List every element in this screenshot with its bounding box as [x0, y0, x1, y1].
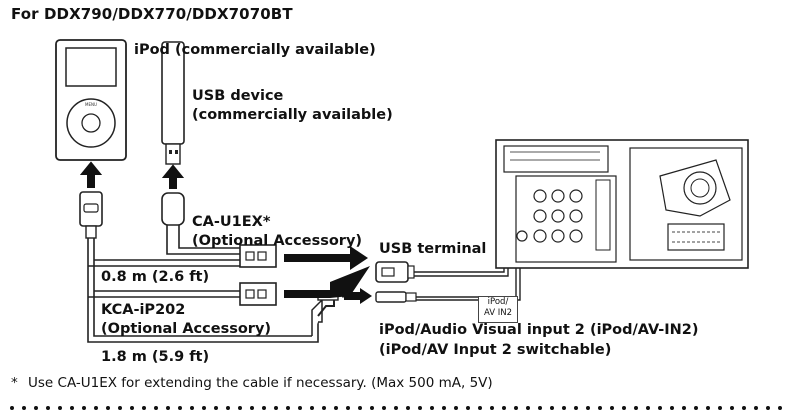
usb-terminal-connector [375, 166, 509, 283]
label-length-long: 1.8 m (5.9 ft) [101, 349, 210, 365]
usb-plug-top [239, 244, 277, 268]
arrow-to-usb-terminal-2 [284, 266, 370, 298]
label-usb-terminal: USB terminal [379, 241, 487, 257]
head-unit-rear [495, 139, 749, 269]
label-usb-device-2: (commercially available) [192, 107, 393, 123]
kca-cable [87, 238, 319, 343]
label-ca-u1ex-optional: (Optional Accessory) [192, 233, 363, 249]
ipod-dock-connector [79, 191, 103, 239]
page-title: For DDX790/DDX770/DDX7070BT [11, 5, 293, 23]
label-kca-optional: (Optional Accessory) [101, 321, 272, 337]
tag-line-2: AV IN2 [483, 308, 513, 318]
label-usb-device-1: USB device [192, 88, 284, 104]
ca-u1ex-cable [161, 192, 240, 255]
tag-line-1: iPod/ [487, 297, 509, 307]
label-ca-u1ex: CA-U1EX* [192, 214, 271, 230]
usb-plug-bottom [239, 282, 277, 306]
arrow-to-av-input [344, 288, 372, 304]
label-kca: KCA-iP202 [101, 302, 186, 318]
label-length-short: 0.8 m (2.6 ft) [101, 269, 210, 285]
footnote-text: Use CA-U1EX for extending the cable if n… [28, 375, 493, 391]
label-av-input-2: (iPod/AV Input 2 switchable) [379, 342, 612, 358]
ipod-center-button [81, 113, 101, 133]
ipod-menu-label: MENU [85, 102, 97, 107]
label-ipod: iPod (commercially available) [134, 42, 376, 58]
label-av-input-1: iPod/Audio Visual input 2 (iPod/AV-IN2) [379, 322, 699, 338]
arrow-to-usb-terminal [284, 246, 368, 270]
usb-device [161, 41, 185, 165]
footnote-marker: * [11, 375, 18, 391]
dotted-separator [10, 406, 788, 410]
ipod-device: MENU [55, 39, 127, 161]
av-in2-tag: iPod/ AV IN2 [478, 296, 518, 323]
